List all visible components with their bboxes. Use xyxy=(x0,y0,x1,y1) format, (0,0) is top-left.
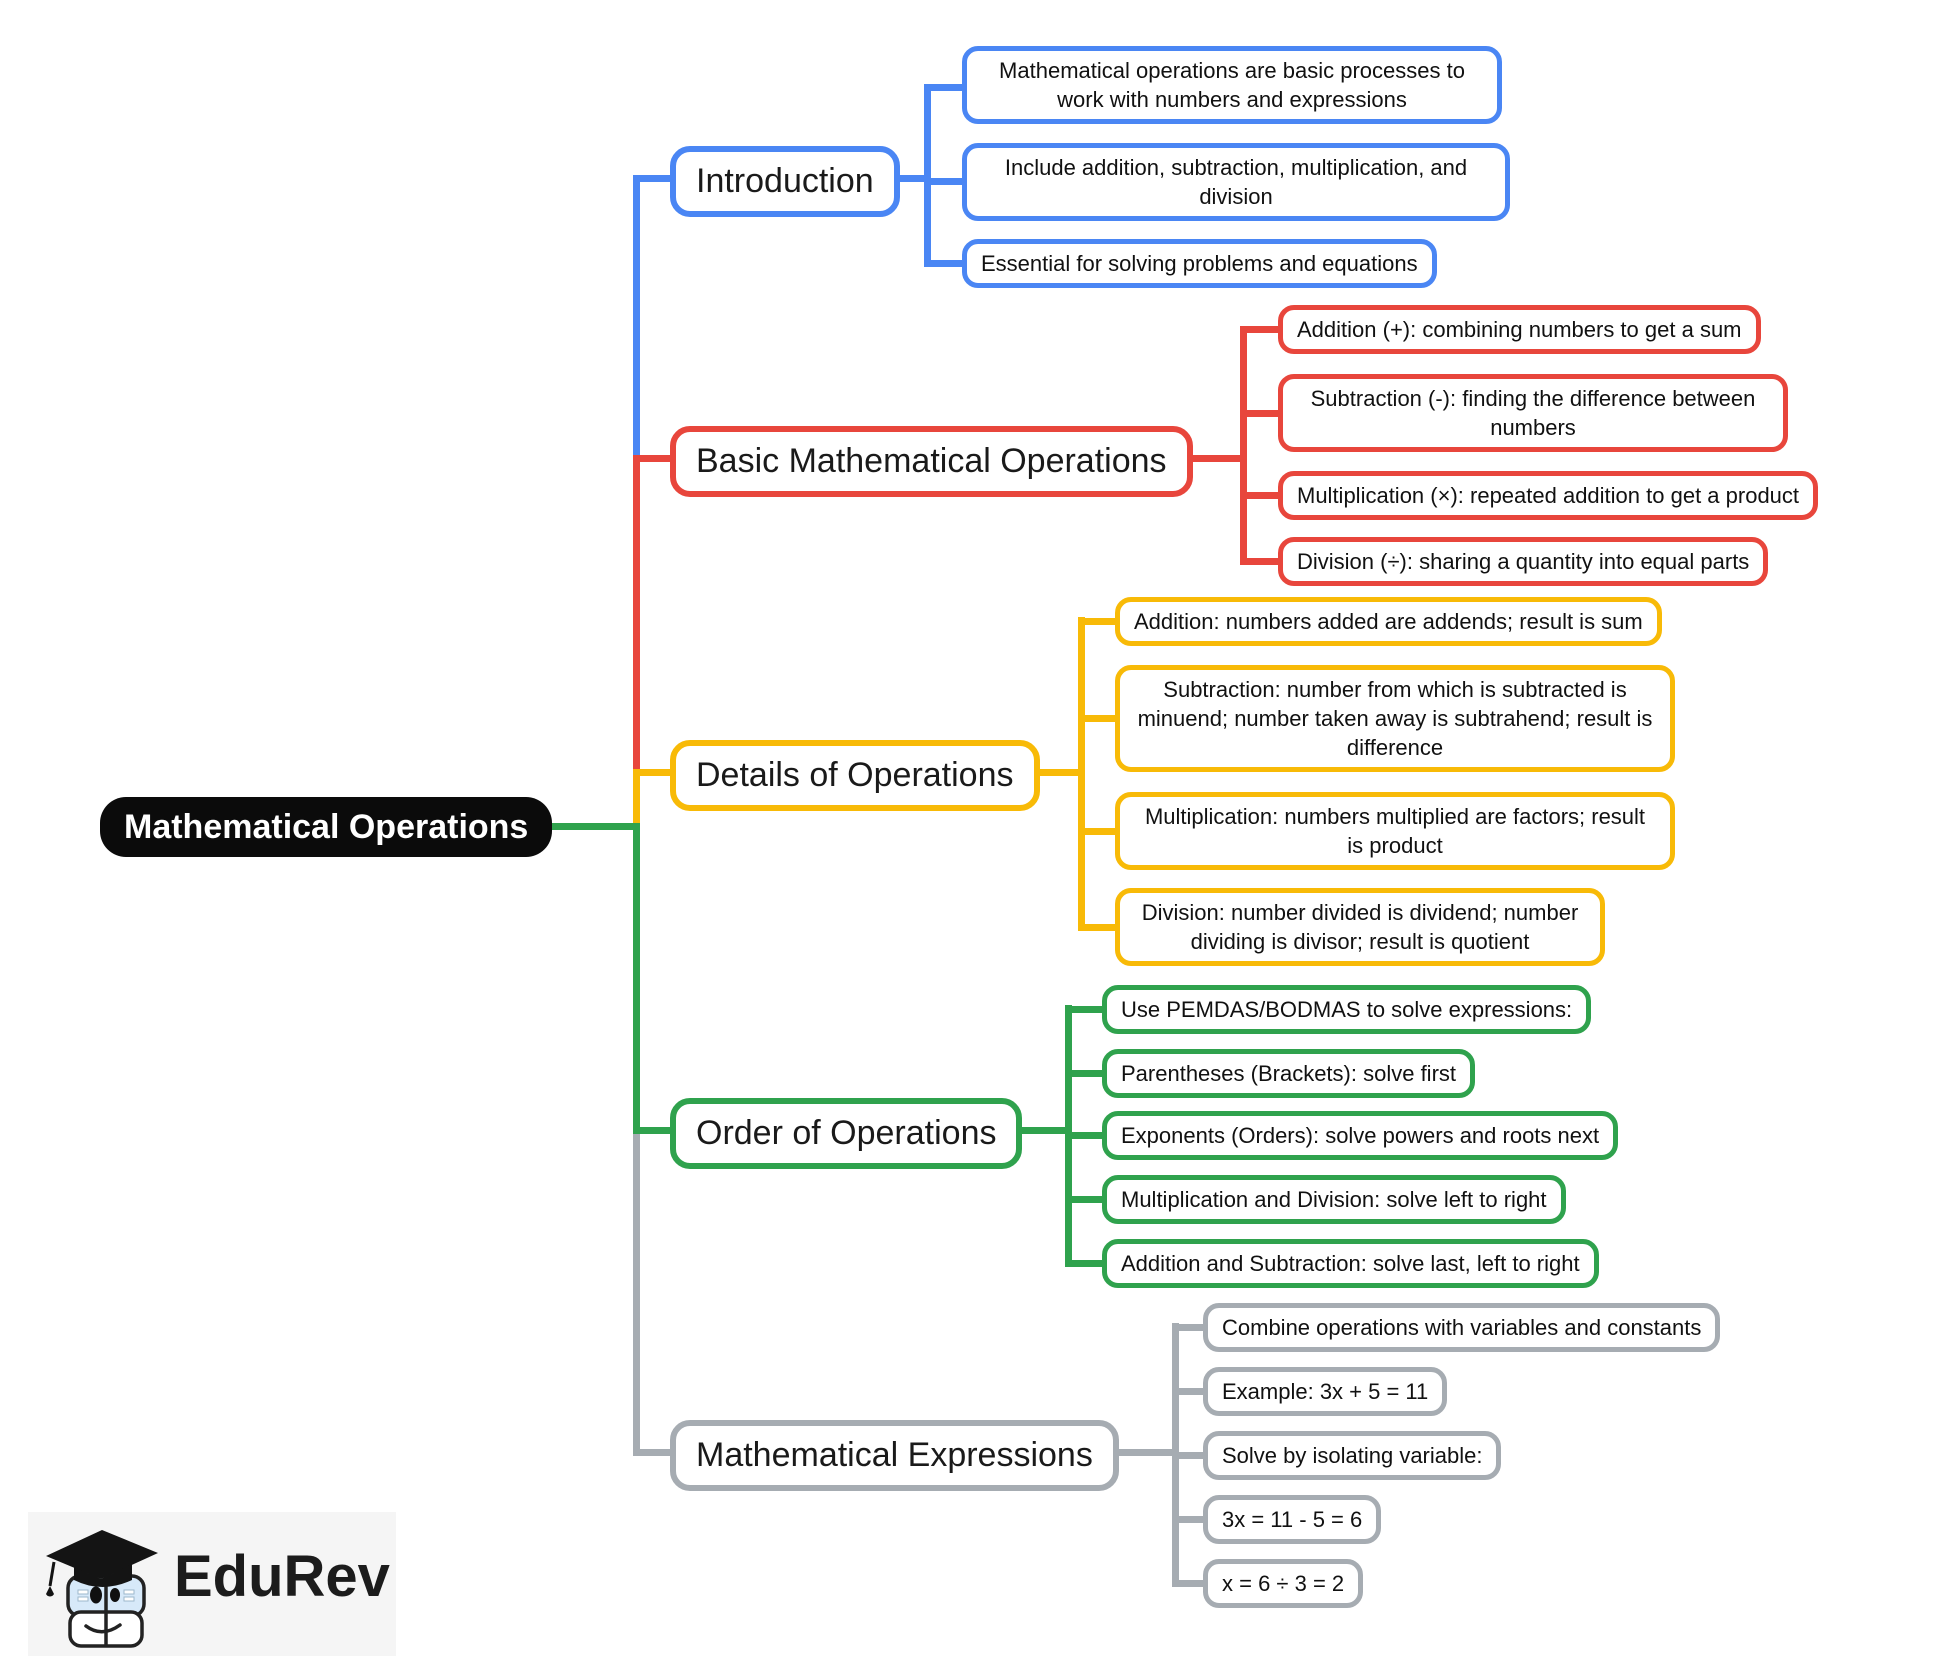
child-stub xyxy=(1065,1260,1115,1267)
mindmap-root-node: Mathematical Operations xyxy=(100,797,553,857)
child-stub xyxy=(924,178,974,185)
leaf-node: Subtraction (-): finding the difference … xyxy=(1278,374,1788,452)
trunk-segment-blue xyxy=(633,175,640,455)
child-stub xyxy=(1172,1580,1216,1587)
branch-node-details: Details of Operations xyxy=(670,740,1040,811)
branch-node-order: Order of Operations xyxy=(670,1098,1023,1169)
branch-node-basic: Basic Mathematical Operations xyxy=(670,426,1193,497)
child-stub xyxy=(1065,1132,1115,1139)
leaf-node: Addition: numbers added are addends; res… xyxy=(1115,597,1662,646)
child-stub xyxy=(1240,558,1290,565)
leaf-node: Addition (+): combining numbers to get a… xyxy=(1278,305,1761,354)
child-stub xyxy=(1078,618,1128,625)
edurev-mascot-icon xyxy=(46,1530,158,1648)
leaf-node: Combine operations with variables and co… xyxy=(1203,1303,1721,1352)
branch-node-introduction: Introduction xyxy=(670,146,900,217)
leaf-node: Parentheses (Brackets): solve first xyxy=(1102,1049,1476,1098)
child-trunk-basic xyxy=(1240,326,1247,565)
child-stub xyxy=(1240,492,1290,499)
edurev-logo: EduRev xyxy=(28,1512,396,1656)
trunk-segment-yellow xyxy=(633,769,640,827)
trunk-segment-gray xyxy=(633,1127,640,1456)
child-stub xyxy=(924,260,974,267)
child-trunk-details xyxy=(1078,617,1085,931)
edurev-brand-text: EduRev xyxy=(174,1544,390,1609)
child-stub xyxy=(1078,924,1128,931)
leaf-node: Multiplication and Division: solve left … xyxy=(1102,1175,1566,1224)
child-stub xyxy=(924,84,974,91)
leaf-node: Exponents (Orders): solve powers and roo… xyxy=(1102,1111,1619,1160)
leaf-node: Solve by isolating variable: xyxy=(1203,1431,1502,1480)
leaf-node: 3x = 11 - 5 = 6 xyxy=(1203,1495,1382,1544)
leaf-node: Example: 3x + 5 = 11 xyxy=(1203,1367,1448,1416)
leaf-node: Subtraction: number from which is subtra… xyxy=(1115,665,1675,772)
leaf-node: Essential for solving problems and equat… xyxy=(962,239,1437,288)
root-connector-line xyxy=(540,823,640,830)
trunk-segment-green xyxy=(633,823,640,1127)
child-stub xyxy=(1065,1006,1115,1013)
child-stub xyxy=(1065,1196,1115,1203)
child-stub xyxy=(1172,1324,1216,1331)
leaf-node: x = 6 ÷ 3 = 2 xyxy=(1203,1559,1364,1608)
child-stub xyxy=(1078,715,1128,722)
leaf-node: Division: number divided is dividend; nu… xyxy=(1115,888,1605,966)
leaf-node: Addition and Subtraction: solve last, le… xyxy=(1102,1239,1599,1288)
trunk-segment-red xyxy=(633,455,640,769)
child-stub xyxy=(1172,1452,1216,1459)
leaf-node: Multiplication (×): repeated addition to… xyxy=(1278,471,1819,520)
leaf-node: Division (÷): sharing a quantity into eq… xyxy=(1278,537,1769,586)
child-stub xyxy=(1078,828,1128,835)
child-stub xyxy=(1172,1516,1216,1523)
child-stub xyxy=(1172,1388,1216,1395)
leaf-node: Include addition, subtraction, multiplic… xyxy=(962,143,1510,221)
leaf-node: Use PEMDAS/BODMAS to solve expressions: xyxy=(1102,985,1592,1034)
child-trunk-introduction xyxy=(924,84,931,267)
leaf-node: Mathematical operations are basic proces… xyxy=(962,46,1502,124)
child-stub xyxy=(1240,326,1290,333)
child-stub xyxy=(1240,410,1290,417)
leaf-node: Multiplication: numbers multiplied are f… xyxy=(1115,792,1675,870)
branch-node-expressions: Mathematical Expressions xyxy=(670,1420,1119,1491)
child-stub xyxy=(1065,1070,1115,1077)
